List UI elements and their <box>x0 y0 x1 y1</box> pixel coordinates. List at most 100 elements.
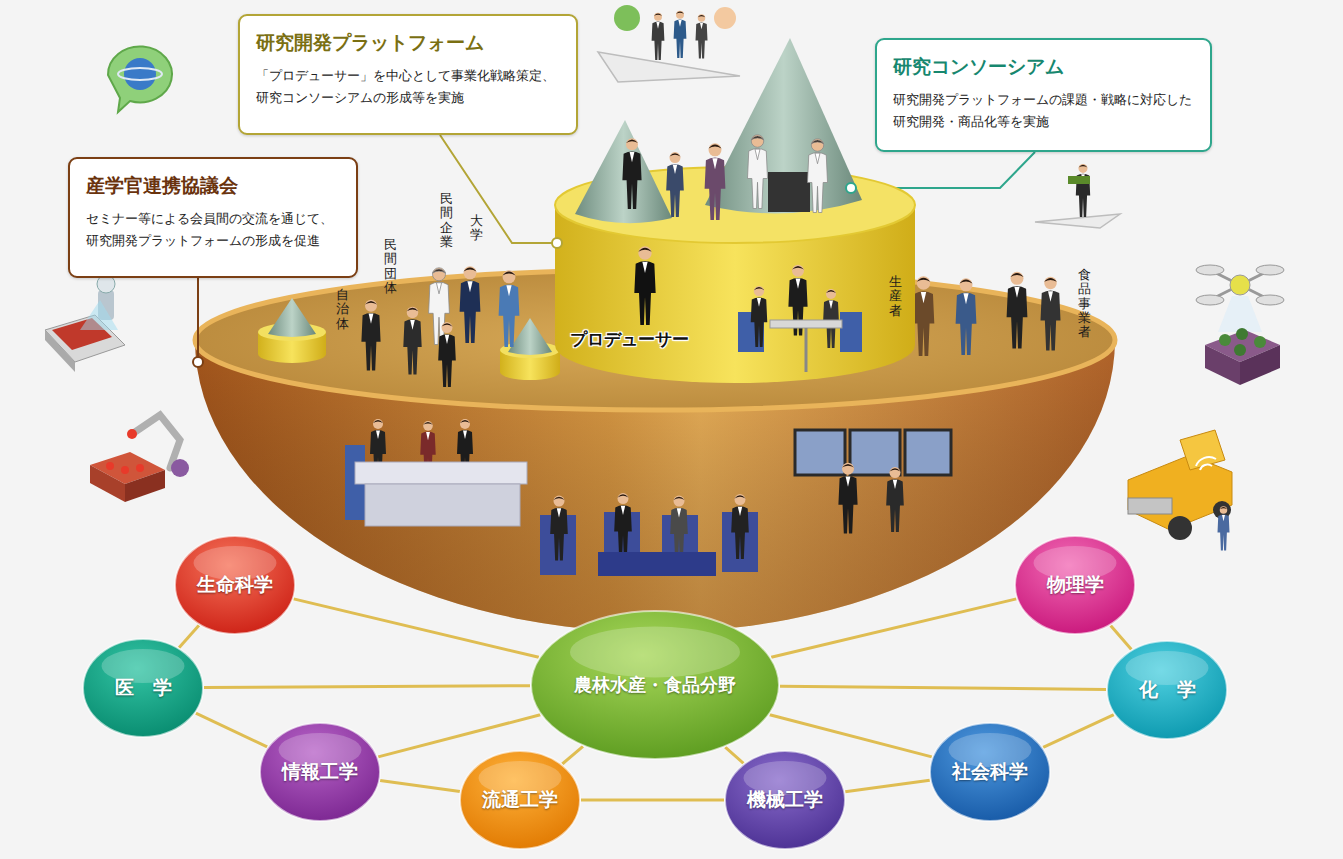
chair <box>345 445 365 520</box>
rotor <box>1196 295 1224 305</box>
person-figure <box>731 494 749 559</box>
person-figure <box>838 463 857 534</box>
farmer-figure <box>705 143 726 220</box>
person-figure <box>696 14 708 58</box>
crate <box>125 470 165 502</box>
person-figure <box>614 493 632 558</box>
crate <box>90 452 165 484</box>
circle-label: 物理学 <box>1047 572 1104 598</box>
plant <box>1236 328 1248 340</box>
connector-line <box>294 599 539 657</box>
person-figure <box>420 421 435 478</box>
role-label: プロデューサー <box>570 328 689 351</box>
circle-fill <box>725 751 845 849</box>
drone-arm <box>1210 270 1270 300</box>
small-cylinder <box>500 350 560 380</box>
robot-conveyor-icon <box>45 275 125 372</box>
person-figure <box>670 496 688 561</box>
robot-body <box>98 290 114 320</box>
globe <box>124 58 156 90</box>
speech-bubble <box>108 46 172 112</box>
callout-box: 産学官連携協議会セミナー等による会員間の交流を通じて、 研究開発プラットフォーム… <box>68 157 358 278</box>
person-figure <box>1218 506 1230 550</box>
panel-front <box>365 484 520 526</box>
scan-beam <box>80 300 118 330</box>
discipline-circle: 医 学 <box>82 638 204 738</box>
circle-label: 社会科学 <box>952 759 1028 785</box>
robot-arm <box>135 415 180 468</box>
discipline-circle: 物理学 <box>1014 535 1136 635</box>
conveyor-side <box>45 330 75 372</box>
tractor-cab <box>1180 430 1225 470</box>
bowl-shade <box>195 340 1115 632</box>
callout-heading: 産学官連携協議会 <box>86 173 340 199</box>
leader-dot <box>846 183 856 193</box>
discipline-circle: 流通工学 <box>459 750 581 850</box>
person-figure <box>823 289 839 348</box>
harvester-head <box>1128 498 1172 514</box>
callout-heading: 研究開発プラットフォーム <box>256 30 560 56</box>
cone <box>705 38 862 213</box>
leader-dot <box>193 357 203 367</box>
callout-box: 研究開発プラットフォーム「プロデューサー」を中心として事業化戦略策定、 研究コン… <box>238 14 578 135</box>
circle-fill <box>1107 641 1227 739</box>
connector-line <box>780 686 1106 689</box>
small-cylinder-top <box>258 323 326 341</box>
callout-body: 「プロデューサー」を中心として事業化戦略策定、 研究コンソーシアムの形成等を実施 <box>256 65 560 111</box>
circle-fill <box>175 536 295 634</box>
video-screen <box>905 430 951 475</box>
paper-plane-group <box>598 5 740 82</box>
bowl <box>195 340 1115 632</box>
chair <box>604 512 640 572</box>
discipline-circle: 情報工学 <box>259 722 381 822</box>
circle-label: 流通工学 <box>482 787 558 813</box>
connector-line <box>204 686 530 688</box>
spray <box>1218 296 1262 332</box>
field-box <box>1205 330 1280 362</box>
drone-icon <box>1196 265 1284 385</box>
field-box <box>1240 345 1280 385</box>
connector-line <box>1043 715 1114 748</box>
conveyor <box>45 315 125 362</box>
connector-line <box>1111 626 1132 650</box>
field-box <box>1205 345 1240 385</box>
drone-arm <box>1210 270 1270 300</box>
wheel <box>1213 501 1231 519</box>
person-figure <box>438 322 456 387</box>
strawberry-tray <box>52 318 112 350</box>
paper-plane-farmer <box>1035 164 1120 228</box>
callout-box: 研究コンソーシアム研究開発プラットフォームの課題・戦略に対応した 研究開発・商品… <box>875 38 1212 152</box>
person-figure <box>403 307 421 375</box>
person-figure <box>886 467 904 532</box>
discipline-circle: 化 学 <box>1106 640 1228 740</box>
small-cylinder <box>258 332 326 363</box>
plant <box>1234 344 1246 356</box>
vertical-label: 生産者 <box>889 275 902 318</box>
tractor-icon <box>1128 430 1232 551</box>
rotor <box>1196 265 1224 275</box>
crate <box>1068 176 1090 184</box>
circle-label: 化 学 <box>1139 677 1196 703</box>
vertical-label: 民間団体 <box>384 238 397 295</box>
circle-label: 生命科学 <box>197 572 273 598</box>
wifi-symbol <box>1196 457 1216 470</box>
chair <box>840 312 862 352</box>
tractor-body <box>1128 455 1232 530</box>
person-figure <box>550 496 568 561</box>
video-screen <box>795 430 845 475</box>
person-figure <box>457 419 473 478</box>
cone <box>508 318 552 355</box>
circle-fill <box>531 611 779 759</box>
paper-plane <box>598 52 740 82</box>
scientist-figure <box>808 139 828 213</box>
discipline-circle: 機械工学 <box>724 750 846 850</box>
person-figure <box>666 152 684 217</box>
panel-table <box>355 462 527 484</box>
circle-label: 医 学 <box>115 675 172 701</box>
discipline-circle: 農林水産・食品分野 <box>530 610 780 760</box>
vertical-label: 食品事業者 <box>1078 268 1091 339</box>
paper-plane <box>1035 214 1120 228</box>
leader-line <box>197 278 199 356</box>
circle-fill <box>930 723 1050 821</box>
